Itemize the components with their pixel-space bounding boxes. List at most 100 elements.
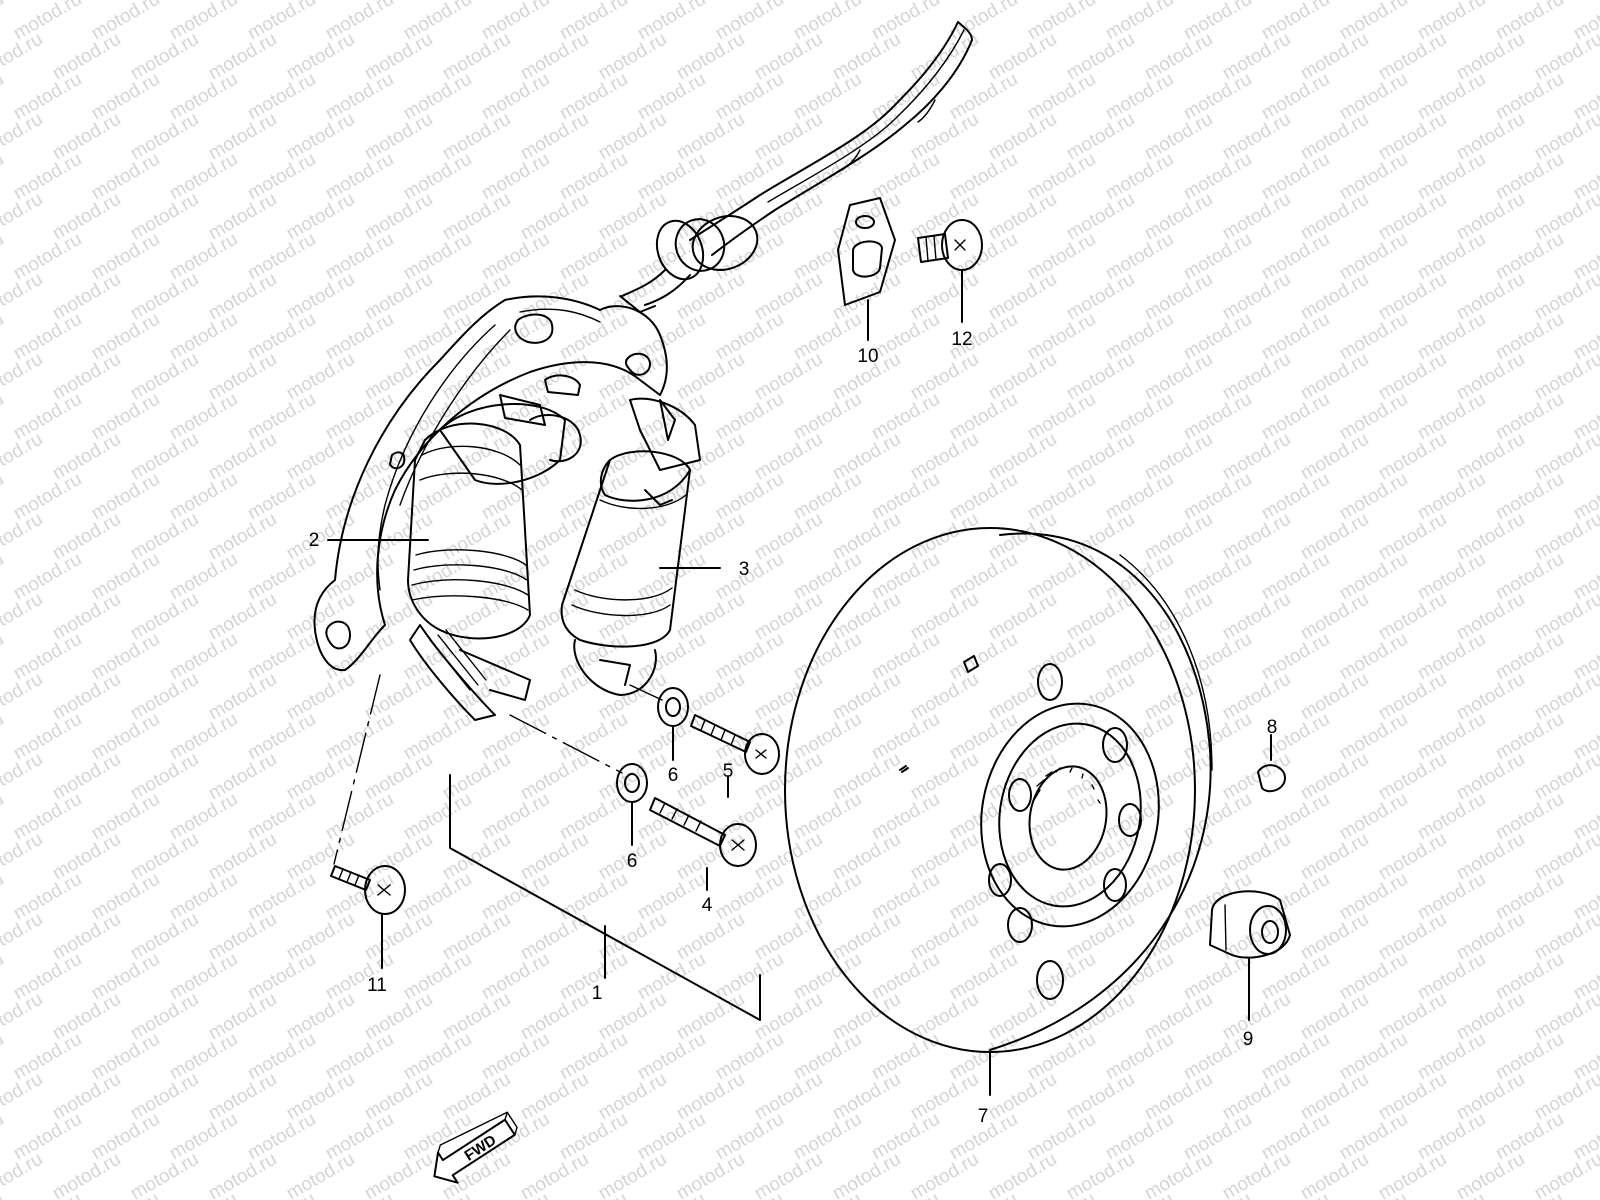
watermark-text: motod.ru: [0, 0, 46, 4]
watermark-text: motod.ru: [0, 629, 7, 685]
watermark-text: motod.ru: [985, 1149, 1060, 1200]
watermark-text: motod.ru: [1141, 1149, 1216, 1200]
watermark-text: motod.ru: [1063, 1149, 1138, 1200]
watermark-text: motod.ru: [10, 1189, 85, 1200]
watermark-text: motod.ru: [0, 309, 7, 365]
watermark-text: motod.ru: [0, 1149, 46, 1200]
label-8: 8: [1267, 717, 1278, 738]
watermark-text: motod.ru: [1531, 189, 1600, 245]
label-9: 9: [1243, 1029, 1254, 1050]
watermark-text: motod.ru: [1102, 1189, 1177, 1200]
label-4: 4: [702, 895, 713, 916]
watermark-text: motod.ru: [0, 269, 46, 325]
screw-10: [330, 865, 406, 915]
watermark-text: motod.ru: [712, 1189, 787, 1200]
watermark-text: motod.ru: [1531, 1149, 1600, 1200]
watermark-text: motod.ru: [1531, 749, 1600, 805]
label-12: 12: [951, 329, 972, 350]
label-1: 1: [592, 983, 603, 1004]
watermark-text: motod.ru: [244, 1189, 319, 1200]
screw-4: [649, 797, 757, 867]
watermark-text: motod.ru: [205, 1149, 280, 1200]
watermark-text: motod.ru: [673, 1149, 748, 1200]
watermark-text: motod.ru: [1375, 1149, 1450, 1200]
watermark-text: motod.ru: [0, 429, 46, 485]
watermark-text: motod.ru: [0, 549, 7, 605]
watermark-text: motod.ru: [907, 1149, 982, 1200]
watermark-text: motod.ru: [0, 669, 46, 725]
watermark-text: motod.ru: [1531, 29, 1600, 85]
watermark-text: motod.ru: [1297, 1149, 1372, 1200]
watermark-text: motod.ru: [1258, 1189, 1333, 1200]
watermark-text: motod.ru: [556, 1189, 631, 1200]
part-labels: 2 3 10 12 6 5 6 4 11 1 8 9 7: [309, 329, 1278, 1127]
watermark-text: motod.ru: [1492, 1189, 1567, 1200]
watermark-text: motod.ru: [868, 1189, 943, 1200]
watermark-text: motod.ru: [1531, 429, 1600, 485]
leader-lines: [327, 269, 1272, 1096]
watermark-text: motod.ru: [0, 389, 7, 445]
watermark-text: motod.ru: [1570, 1189, 1600, 1200]
screw-5: [690, 714, 780, 775]
watermark-text: motod.ru: [1414, 1189, 1489, 1200]
watermark-text: motod.ru: [1531, 989, 1600, 1045]
watermark-text: motod.ru: [634, 1189, 709, 1200]
watermark-text: motod.ru: [0, 789, 7, 845]
label-7: 7: [978, 1106, 989, 1127]
watermark-text: motod.ru: [0, 829, 46, 885]
watermark-text: motod.ru: [946, 1189, 1021, 1200]
label-10: 11: [367, 975, 387, 996]
key-8: [1257, 764, 1286, 793]
fwd-arrow: FWD: [433, 1111, 518, 1184]
watermark-text: motod.ru: [127, 1149, 202, 1200]
label-2: 2: [309, 530, 320, 551]
watermark-text: motod.ru: [0, 989, 46, 1045]
watermark-text: motod.ru: [0, 29, 46, 85]
watermark-text: motod.ru: [0, 229, 7, 285]
watermark-text: motod.ru: [595, 1149, 670, 1200]
watermark-text: motod.ru: [1531, 109, 1600, 165]
wire-harness: [619, 21, 973, 313]
watermark-text: motod.ru: [400, 1189, 475, 1200]
label-6b: 6: [627, 851, 638, 872]
clamp-11: [837, 197, 896, 306]
watermark-text: motod.ru: [0, 149, 7, 205]
watermark-text: motod.ru: [478, 1189, 553, 1200]
watermark-text: motod.ru: [1531, 349, 1600, 405]
watermark-text: motod.ru: [0, 1109, 7, 1165]
nut-9: [1209, 890, 1291, 959]
watermark-text: motod.ru: [1531, 829, 1600, 885]
watermark-text: motod.ru: [1531, 589, 1600, 645]
watermark-text: motod.ru: [0, 189, 46, 245]
watermark-text: motod.ru: [1336, 1189, 1411, 1200]
watermark-text: motod.ru: [0, 709, 7, 765]
watermark-text: motod.ru: [1531, 669, 1600, 725]
watermark-text: motod.ru: [283, 1149, 358, 1200]
watermark-text: motod.ru: [1180, 1189, 1255, 1200]
watermark-text: motod.ru: [0, 349, 46, 405]
watermark-text: motod.ru: [790, 1189, 865, 1200]
label-3: 3: [739, 559, 750, 580]
label-6a: 6: [668, 765, 679, 786]
watermark-text: motod.ru: [0, 109, 46, 165]
watermark-text: motod.ru: [829, 1149, 904, 1200]
stator-assembly: [313, 295, 701, 721]
watermark-text: motod.ru: [1024, 1189, 1099, 1200]
watermark-text: motod.ru: [517, 1149, 592, 1200]
watermark-text: motod.ru: [0, 589, 46, 645]
watermark-text: motod.ru: [0, 1029, 7, 1085]
watermark-text: motod.ru: [0, 869, 7, 925]
watermark-text: motod.ru: [88, 1189, 163, 1200]
watermark-text: motod.ru: [361, 1149, 436, 1200]
watermark-text: motod.ru: [49, 1149, 124, 1200]
watermark-text: motod.ru: [1453, 1149, 1528, 1200]
watermark-text: motod.ru: [0, 0, 7, 44]
watermark-text: motod.ru: [1531, 509, 1600, 565]
label-5: 5: [723, 761, 734, 782]
rotor-bolt-holes: [988, 663, 1142, 1000]
watermark-text: motod.ru: [0, 749, 46, 805]
watermark-text: motod.ru: [0, 509, 46, 565]
watermark-text: motod.ru: [1219, 1149, 1294, 1200]
